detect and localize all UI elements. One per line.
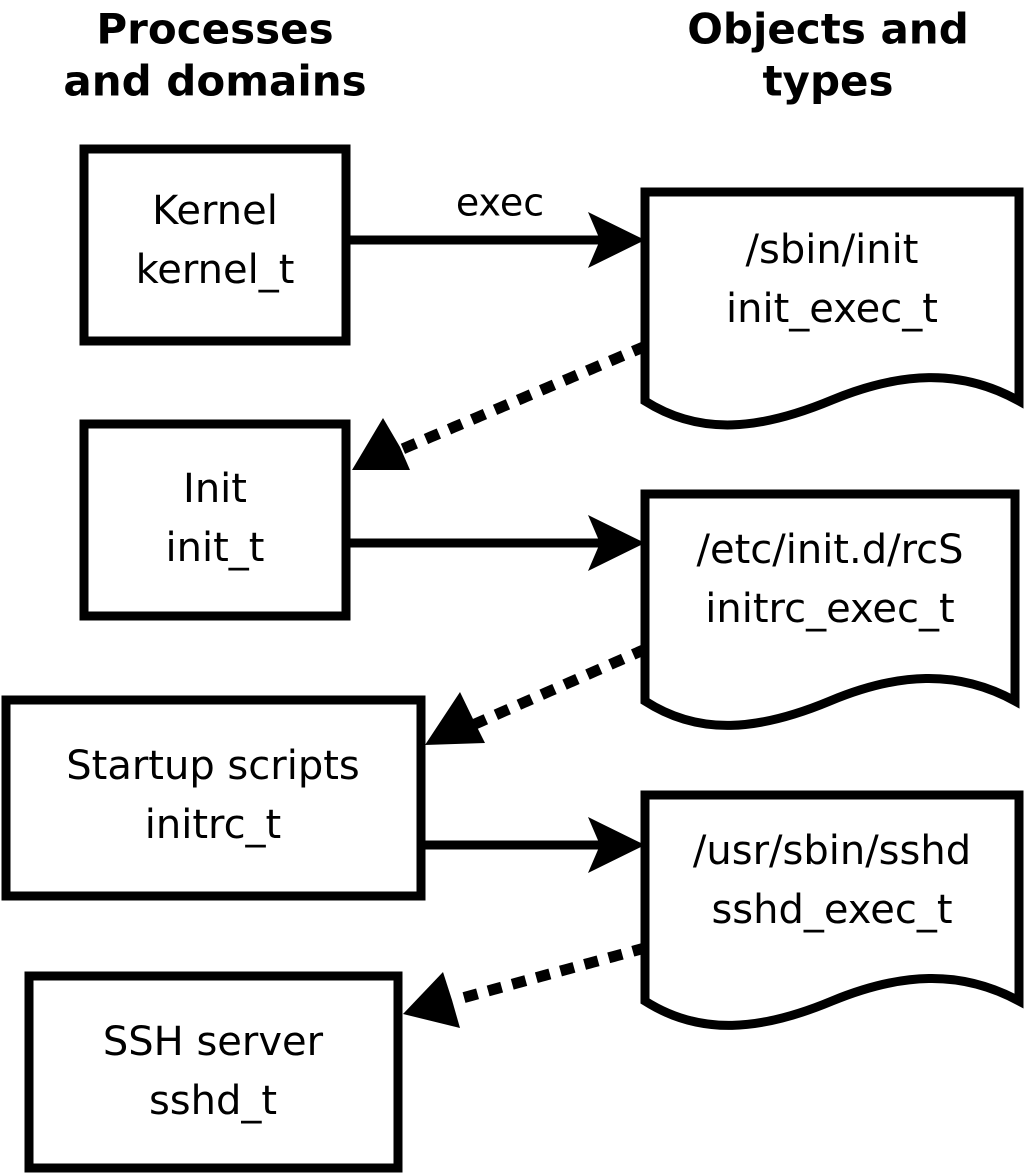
process-node-init[interactable]: Init init_t: [79, 419, 351, 621]
process-node-initrc-line2: initrc_t: [145, 802, 282, 848]
edge-label-exec: exec: [456, 181, 544, 225]
process-node-init-shape: [79, 419, 351, 621]
object-node-initrc-exec-line1: /etc/init.d/rcS: [696, 527, 963, 573]
object-node-initrc-exec-line2: initrc_exec_t: [705, 586, 954, 632]
process-node-kernel-line1: Kernel: [152, 188, 278, 234]
object-node-init-exec-line1: /sbin/init: [746, 227, 919, 273]
process-node-sshd-line2: sshd_t: [149, 1078, 277, 1124]
edge-initrc-exec-transition-initrc-line: [467, 643, 649, 732]
object-node-sshd-exec-line2: sshd_exec_t: [711, 887, 952, 933]
edge-initrc-exec-sshd-exec-arrowhead: [588, 817, 645, 873]
process-node-initrc-shape: [1, 695, 426, 901]
object-node-sshd-exec[interactable]: /usr/sbin/sshd sshd_exec_t: [640, 790, 1024, 1030]
edge-init-exec-transition-init: [352, 340, 649, 470]
edge-initrc-exec-transition-initrc-arrowhead: [425, 692, 485, 745]
column-title-processes-line1: Processes: [96, 5, 333, 54]
column-title-processes: Processes and domains: [63, 5, 366, 106]
column-title-objects-line2: types: [762, 57, 893, 106]
edge-init-exec-initrc-exec: [346, 515, 645, 571]
process-node-kernel-line2: kernel_t: [136, 247, 295, 293]
edge-initrc-exec-transition-initrc: [425, 643, 649, 745]
process-node-sshd[interactable]: SSH server sshd_t: [24, 971, 403, 1173]
process-node-initrc-line1: Startup scripts: [66, 743, 359, 789]
object-node-initrc-exec-shape: [640, 489, 1020, 730]
edge-init-exec-transition-init-line: [392, 340, 649, 458]
process-node-sshd-line1: SSH server: [103, 1019, 324, 1065]
edge-initrc-exec-sshd-exec: [421, 817, 645, 873]
object-node-init-exec-shape: [640, 187, 1024, 430]
edge-sshd-exec-transition-sshd-line: [448, 942, 648, 1007]
column-title-objects-line1: Objects and: [687, 5, 969, 54]
process-node-kernel[interactable]: Kernel kernel_t: [79, 144, 351, 346]
process-node-kernel-shape: [79, 144, 351, 346]
edge-init-exec-transition-init-arrowhead: [352, 418, 410, 470]
object-node-sshd-exec-shape: [640, 790, 1024, 1030]
column-title-processes-line2: and domains: [63, 57, 366, 106]
edge-init-exec-initrc-exec-arrowhead: [588, 515, 645, 571]
edge-sshd-exec-transition-sshd: [403, 942, 648, 1028]
process-node-sshd-shape: [24, 971, 403, 1173]
edge-kernel-exec-init-exec-arrowhead: [588, 212, 645, 268]
edge-sshd-exec-transition-sshd-arrowhead: [403, 972, 460, 1028]
object-node-init-exec-line2: init_exec_t: [726, 286, 938, 332]
object-node-initrc-exec[interactable]: /etc/init.d/rcS initrc_exec_t: [640, 489, 1020, 730]
process-node-init-line2: init_t: [166, 525, 265, 571]
object-node-sshd-exec-line1: /usr/sbin/sshd: [693, 828, 971, 874]
edge-kernel-exec-init-exec: exec: [346, 181, 645, 268]
process-node-init-line1: Init: [183, 466, 247, 512]
process-node-initrc[interactable]: Startup scripts initrc_t: [1, 695, 426, 901]
object-node-init-exec[interactable]: /sbin/init init_exec_t: [640, 187, 1024, 430]
column-title-objects: Objects and types: [687, 5, 969, 106]
